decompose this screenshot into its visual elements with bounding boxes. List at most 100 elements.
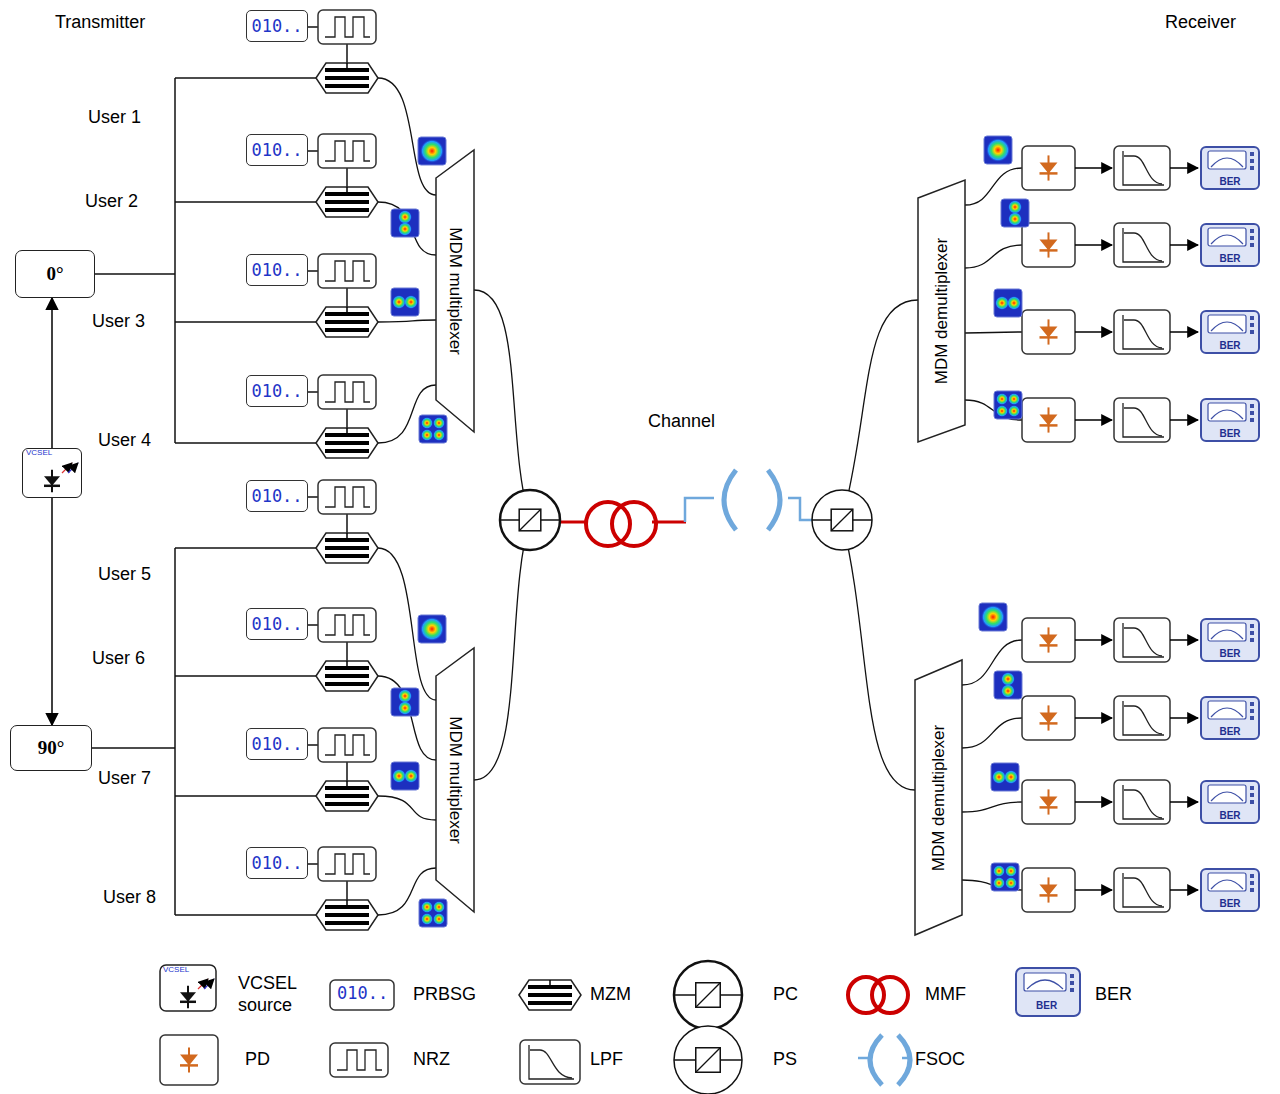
lpf-box xyxy=(1114,696,1170,740)
fiber xyxy=(842,300,918,520)
mzm-electrode xyxy=(325,682,369,686)
fiber xyxy=(378,796,436,820)
diode-symbol xyxy=(1040,789,1058,814)
prbsg-box: 010.. xyxy=(246,608,308,640)
nrz-symbol xyxy=(325,382,370,402)
wire xyxy=(175,201,316,203)
prbsg-box: 010.. xyxy=(246,10,308,42)
wire xyxy=(1075,331,1112,333)
wire xyxy=(1170,717,1198,719)
wire xyxy=(902,1057,912,1060)
wire xyxy=(519,509,541,531)
mdm-trapezoid: MDM multiplexer xyxy=(436,648,474,912)
legend-icons xyxy=(160,965,1080,1016)
wire xyxy=(307,270,318,272)
user-label: User 3 xyxy=(92,312,145,332)
mode-profile-icon xyxy=(991,863,1019,891)
node-text: 010.. xyxy=(251,140,302,160)
legend-icon-text: VCSEL xyxy=(163,966,189,975)
legend-icon-text: BER xyxy=(1036,1000,1057,1011)
legend-entry: NRZ xyxy=(413,1049,450,1071)
lpf-axis xyxy=(1123,228,1164,262)
user-label: User 6 xyxy=(92,649,145,669)
fsoc-lens xyxy=(870,1035,882,1085)
mzm-electrode xyxy=(325,554,369,558)
wire xyxy=(541,519,560,521)
nrz-box xyxy=(330,1043,388,1077)
lpf-curve xyxy=(1124,233,1162,261)
wire xyxy=(346,642,348,661)
mode-profile-icon xyxy=(979,603,1007,631)
nrz-symbol xyxy=(325,141,370,161)
legend-text: BER xyxy=(1095,984,1132,1004)
legend-text: MZM xyxy=(590,984,631,1004)
mode-profile-icon xyxy=(994,391,1022,419)
mdm-trapezoid: MDM multiplexer xyxy=(436,150,474,432)
nrz-symbol xyxy=(325,615,370,635)
legend-text: VCSEL source xyxy=(238,973,296,1015)
diode-symbol xyxy=(1040,319,1058,344)
pd-box xyxy=(1022,618,1075,662)
lpf-box xyxy=(1114,223,1170,267)
phase-box: 0° xyxy=(15,250,95,298)
ber-analyzer: BER xyxy=(1200,223,1260,267)
arrow-connector xyxy=(51,298,53,448)
node-text: 010.. xyxy=(251,486,302,506)
legend-text: PC xyxy=(773,984,798,1004)
node-text: BER xyxy=(1202,253,1258,264)
legend-entry: PD xyxy=(245,1049,270,1071)
lpf-axis xyxy=(1123,623,1164,657)
lpf-box xyxy=(1114,146,1170,190)
wire xyxy=(853,519,872,521)
wire xyxy=(696,1048,720,1072)
wire xyxy=(674,1059,696,1061)
lpf-axis xyxy=(1123,403,1164,437)
node-text: VCSEL xyxy=(26,449,52,458)
wire xyxy=(346,781,348,786)
wire xyxy=(1075,167,1112,169)
legend-text: NRZ xyxy=(413,1049,450,1069)
legend-entry: MZM xyxy=(590,984,631,1006)
mzm-symbol xyxy=(316,781,378,811)
wire xyxy=(307,150,318,152)
mzm-electrode xyxy=(325,192,369,196)
legend-text: LPF xyxy=(590,1049,623,1069)
node-text: 010.. xyxy=(251,614,302,634)
wire xyxy=(174,78,176,443)
lpf-curve xyxy=(1124,156,1162,184)
lpf-box xyxy=(1114,780,1170,824)
fiber xyxy=(965,332,1022,333)
nrz-symbol xyxy=(337,1050,382,1070)
pd-box xyxy=(1022,310,1075,354)
wire xyxy=(307,624,318,626)
ps-symbol-cube xyxy=(831,509,853,531)
wire xyxy=(346,44,348,63)
wire xyxy=(307,496,318,498)
fiber xyxy=(378,676,436,760)
wire xyxy=(346,168,348,187)
wire xyxy=(674,994,696,996)
mode-profile-icon xyxy=(984,136,1012,164)
wire xyxy=(346,288,348,307)
mzm-electrode xyxy=(325,905,369,909)
nrz-symbol xyxy=(325,735,370,755)
nrz-box xyxy=(318,480,376,514)
pd-box xyxy=(160,1035,218,1085)
pc-symbol-cube xyxy=(519,509,541,531)
pd-box xyxy=(1022,398,1075,442)
wire xyxy=(1075,717,1112,719)
wire xyxy=(1170,889,1198,891)
ber-screen xyxy=(1200,223,1260,249)
user-label: User 8 xyxy=(103,888,156,908)
diode-symbol xyxy=(1040,155,1058,180)
legend-entry: MMF xyxy=(925,984,966,1006)
fsoc-lens xyxy=(898,1035,910,1085)
fsoc-link xyxy=(788,498,812,520)
fiber xyxy=(962,802,1022,812)
diode-symbol xyxy=(180,986,196,1008)
mzm-electrode xyxy=(325,449,369,453)
wire xyxy=(1170,419,1198,421)
legend-pc-symbol-cube xyxy=(696,983,720,1007)
lpf-box xyxy=(1114,398,1170,442)
